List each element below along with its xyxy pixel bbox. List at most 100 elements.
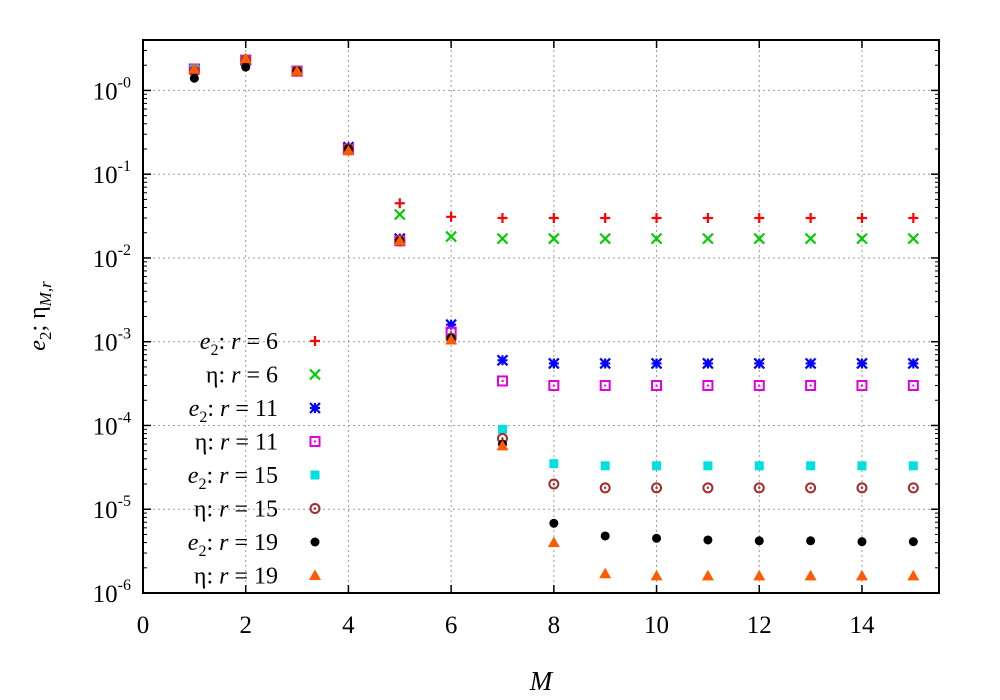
data-point-series-6 bbox=[856, 482, 868, 494]
x-tick-label: 12 bbox=[747, 612, 772, 639]
legend-marker-series-4 bbox=[309, 436, 321, 447]
y-tick-exp: -4 bbox=[118, 409, 131, 426]
data-point-series-4 bbox=[599, 380, 611, 392]
data-point-series-3 bbox=[753, 357, 766, 370]
legend-prefix: η bbox=[195, 430, 208, 456]
y-tick-exp: -6 bbox=[118, 577, 131, 594]
data-point-series-5 bbox=[600, 461, 610, 471]
y-tick-label: 10-4 bbox=[93, 409, 131, 440]
legend-label: e2: r = 15 bbox=[188, 463, 278, 493]
data-point-series-3 bbox=[548, 357, 560, 370]
legend-marker-series-5 bbox=[310, 470, 320, 480]
data-point-series-3 bbox=[702, 357, 714, 370]
data-point-series-2 bbox=[907, 232, 920, 245]
data-point-series-4 bbox=[702, 380, 714, 392]
legend-prefix: e bbox=[189, 396, 200, 422]
data-point-series-4 bbox=[856, 380, 868, 392]
data-point-series-1 bbox=[805, 212, 816, 223]
y-axis-label: e2; ηM,r bbox=[25, 281, 55, 351]
legend-label: e2: r = 11 bbox=[189, 396, 278, 426]
y-tick-label: 10-5 bbox=[93, 493, 131, 524]
data-point-series-8 bbox=[496, 439, 509, 451]
legend-marker-series-7 bbox=[310, 537, 320, 547]
data-point-series-8 bbox=[445, 333, 458, 345]
data-point-series-7 bbox=[600, 531, 610, 541]
data-point-series-4 bbox=[651, 380, 663, 392]
legend-prefix: η bbox=[194, 564, 207, 590]
data-point-series-8 bbox=[291, 65, 304, 76]
y-axis-label-eta-sub: M,r bbox=[36, 281, 55, 307]
legend-subscript: 2 bbox=[199, 409, 207, 426]
x-tick-label: 14 bbox=[849, 612, 875, 639]
data-point-series-2 bbox=[393, 208, 406, 221]
data-points bbox=[188, 52, 920, 581]
legend-value: = 15 bbox=[228, 463, 278, 489]
legend-label: η: r = 19 bbox=[194, 564, 278, 590]
legend-value: = 19 bbox=[228, 530, 278, 556]
data-point-series-6 bbox=[702, 482, 714, 494]
data-point-series-3 bbox=[650, 357, 663, 370]
y-axis-ticks: 10-610-510-410-310-210-110-0 bbox=[93, 39, 939, 608]
y-tick-base: 10 bbox=[93, 330, 118, 357]
y-tick-exp: -1 bbox=[118, 158, 131, 175]
data-point-series-8 bbox=[701, 569, 714, 581]
data-point-series-3 bbox=[804, 357, 817, 370]
data-point-series-8 bbox=[239, 52, 252, 64]
data-point-series-8 bbox=[753, 569, 766, 581]
legend-prefix: e bbox=[188, 463, 199, 489]
x-tick-label: 2 bbox=[239, 612, 252, 639]
data-point-series-2 bbox=[548, 232, 560, 245]
legend-marker-series-2 bbox=[309, 368, 321, 381]
data-point-series-4 bbox=[548, 380, 560, 392]
data-point-series-2 bbox=[650, 232, 663, 245]
data-point-series-8 bbox=[650, 569, 663, 581]
data-point-series-8 bbox=[547, 536, 560, 548]
data-point-series-1 bbox=[908, 212, 919, 223]
legend: e2: r = 6η: r = 6e2: r = 11η: r = 11e2: … bbox=[188, 329, 321, 590]
data-point-series-6 bbox=[548, 478, 560, 490]
data-point-series-4 bbox=[496, 375, 508, 387]
data-point-series-8 bbox=[342, 144, 355, 156]
legend-value: = 6 bbox=[240, 363, 278, 389]
grid bbox=[143, 40, 939, 593]
y-tick-exp: -3 bbox=[118, 326, 131, 343]
legend-r: r bbox=[231, 329, 241, 355]
legend-colon: : bbox=[206, 463, 219, 489]
y-tick-exp: -0 bbox=[118, 74, 131, 91]
legend-prefix: e bbox=[188, 530, 199, 556]
data-point-series-1 bbox=[548, 212, 559, 223]
legend-marker-series-8 bbox=[309, 569, 321, 580]
data-point-series-6 bbox=[651, 482, 663, 494]
data-point-series-2 bbox=[856, 232, 868, 245]
plot-frame bbox=[142, 39, 940, 594]
data-point-series-7 bbox=[189, 73, 199, 83]
x-tick-label: 10 bbox=[644, 612, 669, 639]
legend-r: r bbox=[219, 463, 229, 489]
data-point-series-4 bbox=[907, 380, 919, 392]
legend-colon: : bbox=[206, 497, 219, 523]
legend-prefix: η bbox=[194, 497, 207, 523]
legend-marker-series-6 bbox=[309, 503, 321, 514]
legend-label: η: r = 15 bbox=[194, 497, 278, 523]
legend-value: = 11 bbox=[229, 430, 278, 456]
x-tick-label: 8 bbox=[548, 612, 561, 639]
legend-r: r bbox=[231, 363, 241, 389]
data-point-series-7 bbox=[806, 536, 816, 546]
data-point-series-2 bbox=[496, 232, 509, 245]
data-point-series-5 bbox=[908, 461, 918, 471]
x-tick-label: 0 bbox=[137, 612, 150, 639]
y-tick-label: 10-2 bbox=[93, 242, 131, 273]
data-point-series-1 bbox=[600, 212, 611, 223]
y-tick-base: 10 bbox=[93, 497, 118, 524]
data-point-series-6 bbox=[805, 482, 817, 494]
data-point-series-7 bbox=[652, 533, 662, 543]
y-axis-label-e-sub: 2 bbox=[36, 332, 55, 341]
data-point-series-1 bbox=[856, 212, 867, 223]
data-point-series-2 bbox=[804, 232, 817, 245]
data-point-series-3 bbox=[496, 354, 509, 367]
data-point-series-5 bbox=[652, 461, 662, 471]
y-tick-label: 10-1 bbox=[93, 158, 131, 189]
data-point-series-6 bbox=[599, 482, 611, 494]
legend-marker-series-1 bbox=[310, 336, 320, 346]
data-point-series-8 bbox=[907, 569, 920, 581]
